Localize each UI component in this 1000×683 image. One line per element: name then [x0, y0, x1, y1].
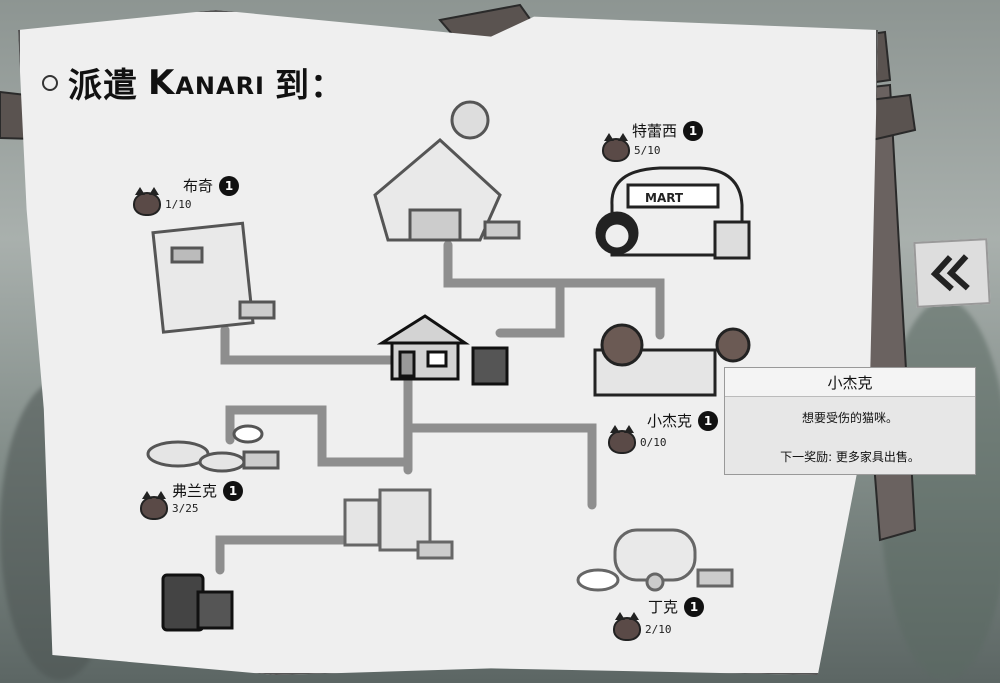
count-text: 1/10 — [165, 197, 192, 211]
building-observatory — [373, 100, 521, 242]
location-badge: 1 — [698, 410, 719, 431]
location-name: 丁克 — [648, 598, 679, 616]
count-text: 0/10 — [640, 435, 667, 449]
double-chevron-left-icon — [930, 254, 970, 292]
location-badge: 1 — [684, 596, 705, 617]
building-mart — [595, 166, 751, 260]
title-prefix: 派遣 — [68, 66, 138, 106]
location-name: 特蕾西 — [632, 122, 678, 140]
location-name: 布奇 — [183, 177, 214, 195]
title-suffix: 到： — [275, 66, 345, 106]
title-bullet-icon — [42, 74, 58, 91]
map-paths — [215, 240, 665, 575]
building-trashcan — [161, 573, 234, 632]
location-count-buqi: 1/10 — [133, 187, 192, 216]
location-fulanke[interactable]: 弗兰克 1 — [172, 480, 244, 501]
location-count-fulanke: 3/25 — [140, 491, 199, 520]
location-tooltip: 小杰克 想要受伤的猫咪。 下一奖励: 更多家具出售。 — [724, 367, 976, 475]
building-trash — [343, 488, 454, 560]
location-name: 弗兰克 — [172, 482, 218, 500]
cat-head-icon — [602, 133, 630, 162]
building-junkyard — [593, 323, 751, 397]
tooltip-description: 想要受伤的猫咪。 — [801, 411, 898, 425]
tooltip-reward: 下一奖励: 更多家具出售。 — [780, 450, 920, 464]
building-home — [376, 314, 509, 386]
location-count-xiaojieke: 0/10 — [608, 425, 667, 454]
cat-head-icon — [613, 612, 641, 641]
location-teleixi[interactable]: 特蕾西 1 — [632, 120, 704, 141]
cat-name: Kanari — [148, 62, 265, 103]
cat-head-icon — [133, 187, 161, 216]
location-badge: 1 — [223, 480, 244, 501]
tooltip-title: 小杰克 — [725, 368, 975, 397]
location-xiaojieke[interactable]: 小杰克 1 — [647, 410, 719, 431]
location-count-teleixi: 5/10 — [602, 133, 661, 162]
cat-head-icon — [608, 425, 636, 454]
location-buqi[interactable]: 布奇 1 — [183, 175, 240, 196]
back-button[interactable] — [913, 238, 991, 308]
count-text: 3/25 — [172, 501, 199, 515]
mart-sign: MART — [645, 191, 684, 205]
cat-head-icon — [140, 491, 168, 520]
location-name: 小杰克 — [647, 412, 693, 430]
location-count-dingke: 2/10 — [613, 612, 672, 641]
count-text: 5/10 — [634, 143, 661, 157]
building-sewer — [146, 424, 280, 473]
building-caravan — [576, 528, 734, 592]
location-badge: 1 — [219, 175, 240, 196]
count-text: 2/10 — [645, 622, 672, 636]
location-dingke[interactable]: 丁克 1 — [648, 596, 705, 617]
location-badge: 1 — [683, 120, 704, 141]
building-buqi — [151, 221, 276, 334]
page-title: 派遣 Kanari 到： — [42, 58, 345, 107]
